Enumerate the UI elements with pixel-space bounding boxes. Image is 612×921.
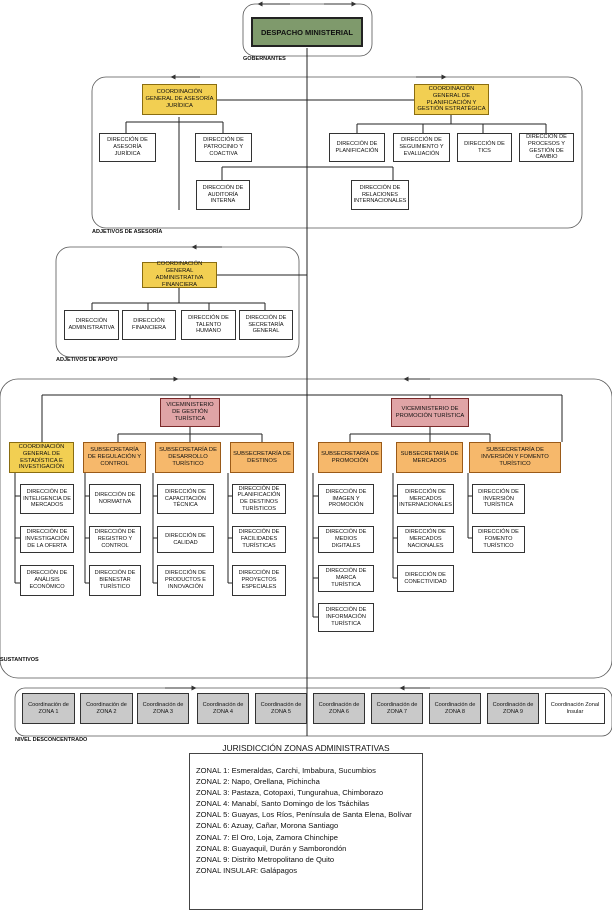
legend-heading: JURISDICCIÓN ZONAS ADMINISTRATIVAS xyxy=(222,743,390,753)
zona-9-box[interactable]: Coordinación de ZONA 9 xyxy=(487,693,539,724)
legend-row: ZONAL 4: Manabí, Santo Domingo de los Ts… xyxy=(196,799,370,809)
zona-8-box[interactable]: Coordinación de ZONA 8 xyxy=(429,693,481,724)
coord-planificacion-box[interactable]: COORDINACIÓN GENERAL DE PLANIFICACIÓN Y … xyxy=(414,84,489,115)
zona-3-box[interactable]: Coordinación de ZONA 3 xyxy=(137,693,189,724)
dir-inversion-box[interactable]: DIRECCIÓN DE INVERSIÓN TURÍSTICA xyxy=(472,484,525,514)
dir-administrativa-box[interactable]: DIRECCIÓN ADMINISTRATIVA xyxy=(64,310,119,340)
dir-productos-box[interactable]: DIRECCIÓN DE PRODUCTOS E INNOVACIÓN xyxy=(157,565,214,596)
level-gobernantes-label: GOBERNANTES xyxy=(243,56,286,62)
legend-row: ZONAL 3: Pastaza, Cotopaxi, Tungurahua, … xyxy=(196,788,384,798)
sub-regulacion-box[interactable]: SUBSECRETARÍA DE REGULACIÓN Y CONTROL xyxy=(83,442,146,473)
legend-rows: ZONAL 1: Esmeraldas, Carchi, Imbabura, S… xyxy=(196,765,412,876)
dir-mercados-nacionales-box[interactable]: DIRECCIÓN DE MERCADOS NACIONALES xyxy=(397,526,454,553)
coord-estadistica-box[interactable]: COORDINACIÓN GENERAL DE ESTADÍSTICA E IN… xyxy=(9,442,74,473)
dir-imagen-box[interactable]: DIRECCIÓN DE IMAGEN Y PROMOCIÓN xyxy=(318,484,374,514)
level-sustantivos-label: SUSTANTIVOS xyxy=(0,657,39,663)
dir-marca-box[interactable]: DIRECCIÓN DE MARCA TURÍSTICA xyxy=(318,565,374,592)
legend-row: ZONAL 7: El Oro, Loja, Zamora Chinchipe xyxy=(196,832,338,842)
dir-planificacion-box[interactable]: DIRECCIÓN DE PLANIFICACIÓN xyxy=(329,133,385,162)
dir-informacion-box[interactable]: DIRECCIÓN DE INFORMACIÓN TURÍSTICA xyxy=(318,603,374,632)
dir-tics-box[interactable]: DIRECCIÓN DE TICs xyxy=(457,133,512,162)
dir-planificacion-destinos-box[interactable]: DIRECCIÓN DE PLANIFICACIÓN DE DESTINOS T… xyxy=(232,484,286,514)
coord-asesoria-juridica-box[interactable]: COORDINACIÓN GENERAL DE ASESORÍA JURÍDIC… xyxy=(142,84,217,115)
sub-mercados-box[interactable]: SUBSECRETARÍA DE MERCADOS xyxy=(396,442,463,473)
dir-patrocinio-box[interactable]: DIRECCIÓN DE PATROCINIO Y COACTIVA xyxy=(195,133,252,162)
sub-desarrollo-box[interactable]: SUBSECRETARÍA DE DESARROLLO TURÍSTICO xyxy=(155,442,221,473)
dir-proyectos-box[interactable]: DIRECCIÓN DE PROYECTOS ESPECIALES xyxy=(232,565,286,596)
dir-capacitacion-box[interactable]: DIRECCIÓN DE CAPACITACIÓN TÉCNICA xyxy=(157,484,214,514)
legend-row: ZONAL 6: Azuay, Cañar, Morona Santiago xyxy=(196,821,339,831)
dir-investigacion-box[interactable]: DIRECCIÓN DE INVESTIGACIÓN DE LA OFERTA xyxy=(20,526,74,553)
legend-row: ZONAL 2: Napo, Orellana, Pichincha xyxy=(196,777,320,787)
dir-mercados-internacionales-box[interactable]: DIRECCIÓN DE MERCADOS INTERNACIONALES xyxy=(397,484,454,514)
sub-destinos-box[interactable]: SUBSECRETARÍA DE DESTINOS xyxy=(230,442,294,473)
despacho-ministerial-box[interactable]: DESPACHO MINISTERIAL xyxy=(251,17,363,47)
dir-medios-box[interactable]: DIRECCIÓN DE MEDIOS DIGITALES xyxy=(318,526,374,553)
legend-row: ZONAL INSULAR: Galápagos xyxy=(196,865,298,875)
dir-analisis-box[interactable]: DIRECCIÓN DE ANÁLISIS ECONÓMICO xyxy=(20,565,74,596)
dir-secretaria-box[interactable]: DIRECCIÓN DE SECRETARÍA GENERAL xyxy=(239,310,293,340)
dir-inteligencia-box[interactable]: DIRECCIÓN DE INTELIGENCIA DE MERCADOS xyxy=(20,484,74,514)
zona-insular-box[interactable]: Coordinación Zonal Insular xyxy=(545,693,605,724)
viceministerio-gestion-box[interactable]: VICEMINISTERIO DE GESTIÓN TURÍSTICA xyxy=(160,398,220,427)
dir-asesoria-juridica-box[interactable]: DIRECCIÓN DE ASESORÍA JURÍDICA xyxy=(99,133,156,162)
coord-administrativa-box[interactable]: COORDINACIÓN GENERAL ADMINISTRATIVA FINA… xyxy=(142,261,217,288)
dir-seguimiento-box[interactable]: DIRECCIÓN DE SEGUIMIENTO Y EVALUACIÓN xyxy=(393,133,450,162)
viceministerio-promocion-box[interactable]: VICEMINISTERIO DE PROMOCIÓN TURÍSTICA xyxy=(391,398,469,427)
dir-talento-box[interactable]: DIRECCIÓN DE TALENTO HUMANO xyxy=(181,310,236,340)
legend-row: ZONAL 9: Distrito Metropolitano de Quito xyxy=(196,854,335,864)
sub-promocion-box[interactable]: SUBSECRETARÍA DE PROMOCIÓN xyxy=(318,442,382,473)
dir-fomento-box[interactable]: DIRECCIÓN DE FOMENTO TURÍSTICO xyxy=(472,526,525,553)
dir-procesos-box[interactable]: DIRECCIÓN DE PROCESOS Y GESTIÓN DE CAMBI… xyxy=(519,133,574,162)
level-desconcentrado-label: NIVEL DESCONCENTRADO xyxy=(15,737,88,743)
dir-facilidades-box[interactable]: DIRECCIÓN DE FACILIDADES TURÍSTICAS xyxy=(232,526,286,553)
legend-row: ZONAL 5: Guayas, Los Ríos, Península de … xyxy=(196,810,412,820)
legend-row: ZONAL 1: Esmeraldas, Carchi, Imbabura, S… xyxy=(196,766,376,775)
legend-row: ZONAL 8: Guayaquil, Durán y Samborondón xyxy=(196,843,347,853)
zona-5-box[interactable]: Coordinación de ZONA 5 xyxy=(255,693,307,724)
zona-2-box[interactable]: Coordinación de ZONA 2 xyxy=(80,693,133,724)
dir-registro-box[interactable]: DIRECCIÓN DE REGISTRO Y CONTROL xyxy=(89,526,141,553)
zonas-legend xyxy=(189,753,423,910)
level-apoyo-label: ADJETIVOS DE APOYO xyxy=(56,357,118,363)
zona-1-box[interactable]: Coordinación de ZONA 1 xyxy=(22,693,75,724)
dir-conectividad-box[interactable]: DIRECCIÓN DE CONECTIVIDAD xyxy=(397,565,454,592)
dir-relaciones-box[interactable]: DIRECCIÓN DE RELACIONES INTERNACIONALES xyxy=(351,180,409,210)
dir-financiera-box[interactable]: DIRECCIÓN FINANCIERA xyxy=(122,310,176,340)
dir-calidad-box[interactable]: DIRECCIÓN DE CALIDAD xyxy=(157,526,214,553)
zona-6-box[interactable]: Coordinación de ZONA 6 xyxy=(313,693,365,724)
level-asesoria-label: ADJETIVOS DE ASESORÍA xyxy=(92,229,163,235)
dir-normativa-box[interactable]: DIRECCIÓN DE NORMATIVA xyxy=(89,484,141,514)
zona-4-box[interactable]: Coordinación de ZONA 4 xyxy=(197,693,249,724)
dir-auditoria-box[interactable]: DIRECCIÓN DE AUDITORÍA INTERNA xyxy=(196,180,250,210)
zona-7-box[interactable]: Coordinación de ZONA 7 xyxy=(371,693,423,724)
sub-inversion-box[interactable]: SUBSECRETARÍA DE INVERSIÓN Y FOMENTO TUR… xyxy=(469,442,561,473)
dir-bienestar-box[interactable]: DIRECCIÓN DE BIENESTAR TURÍSTICO xyxy=(89,565,141,596)
